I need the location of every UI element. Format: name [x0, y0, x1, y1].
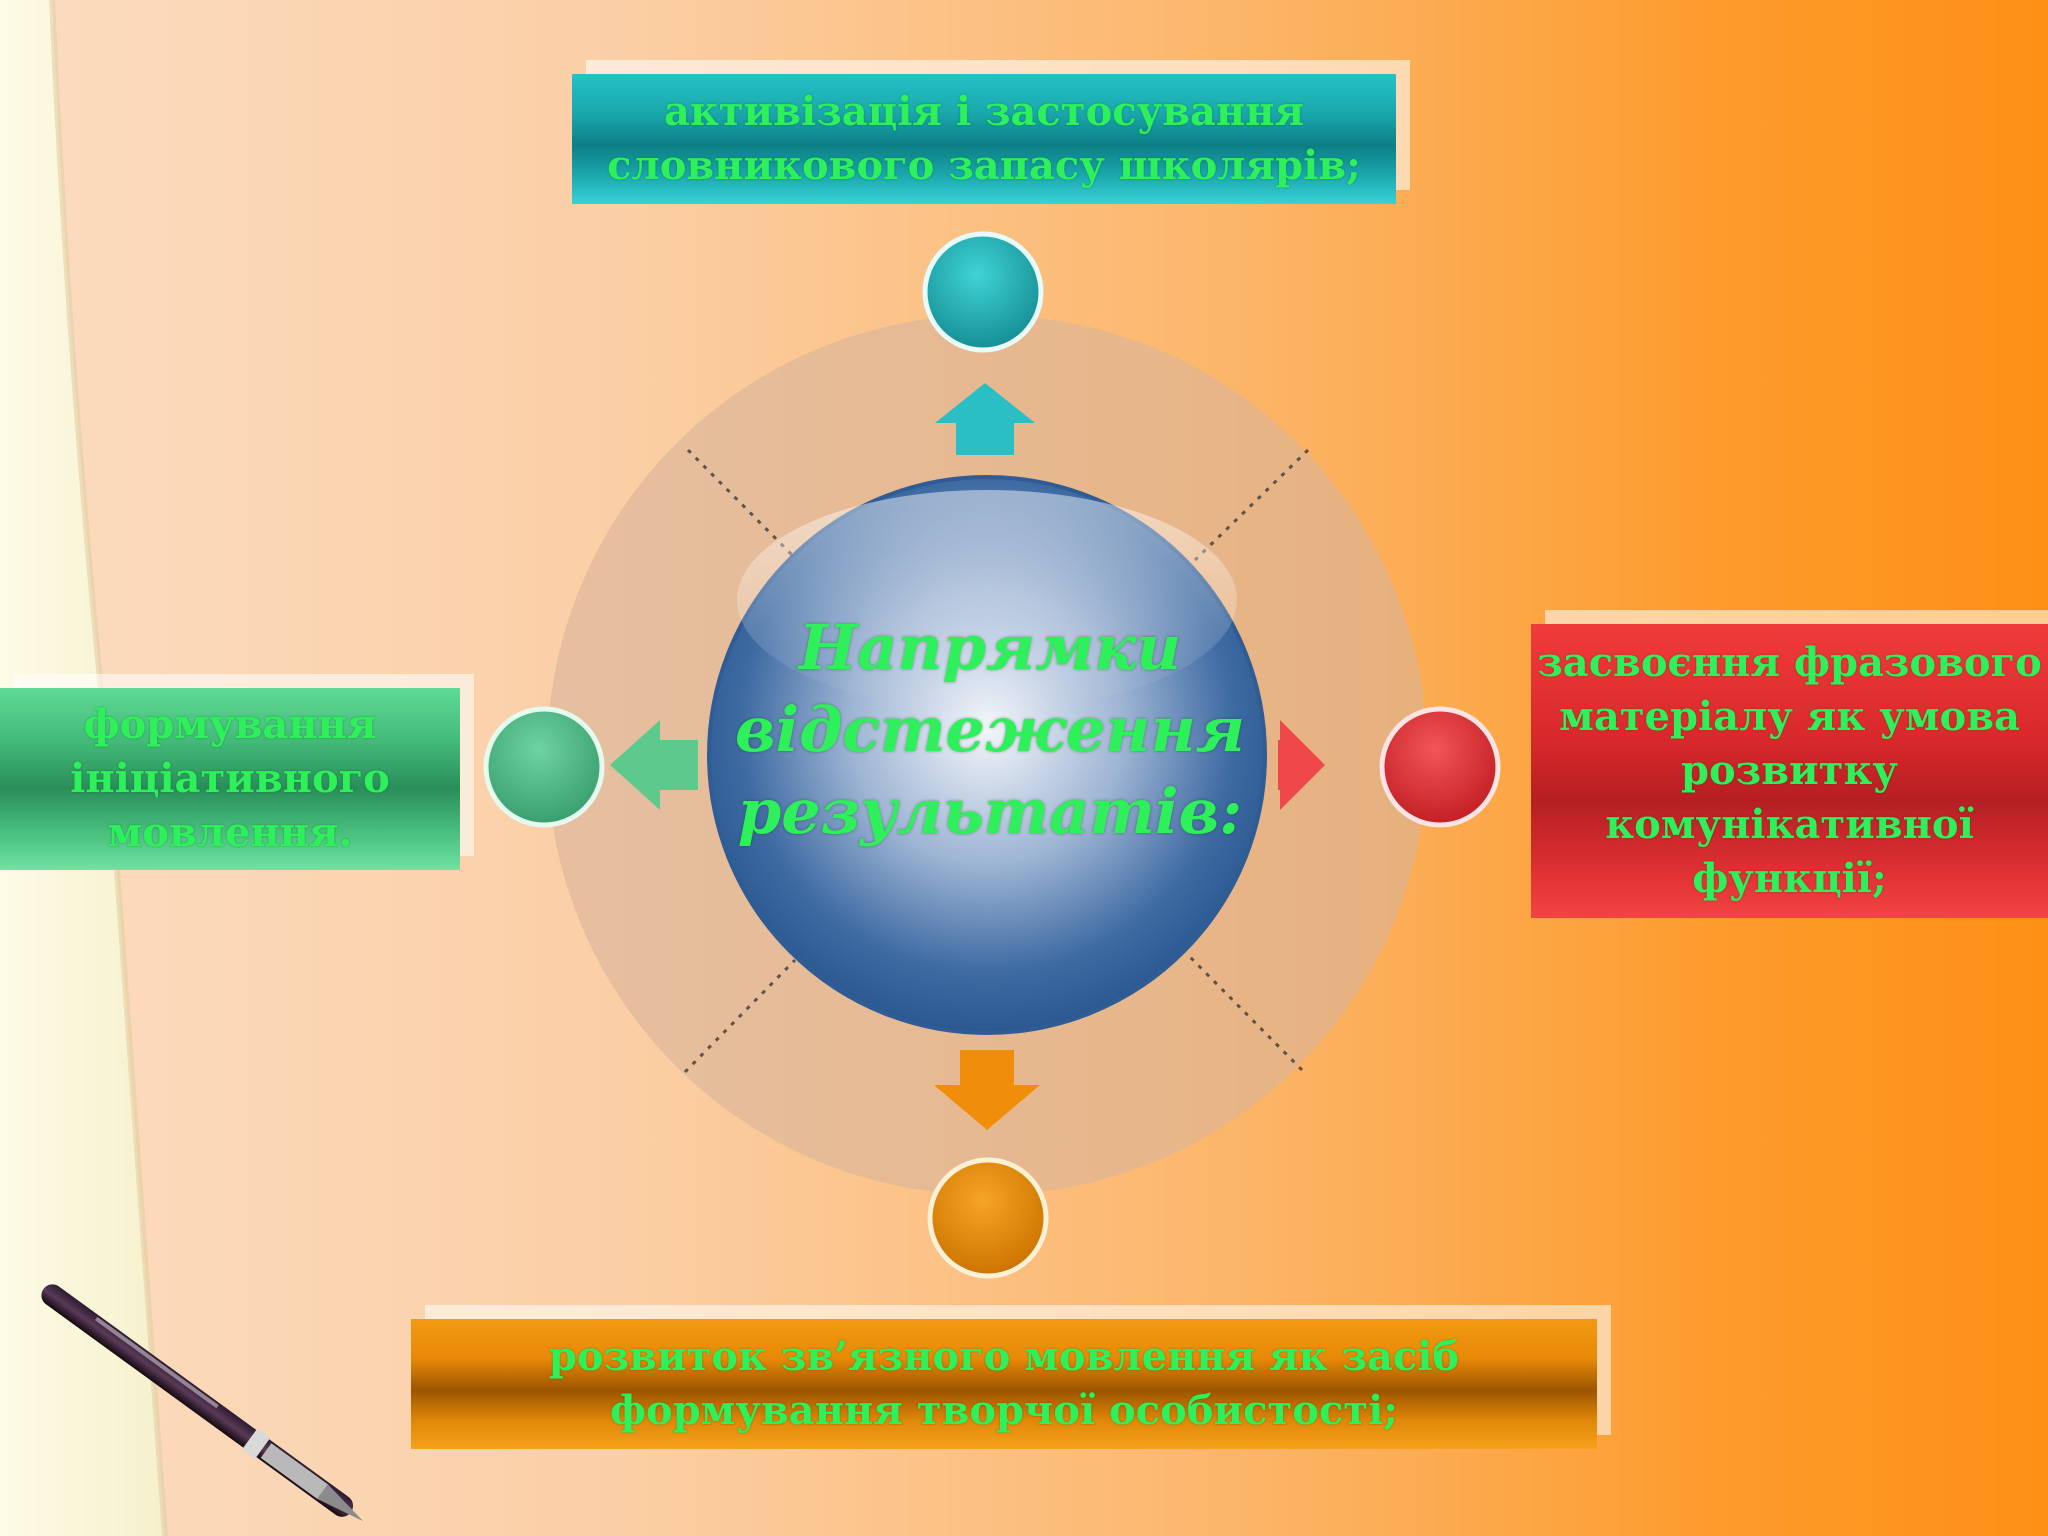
center-title-line-1: Напрямки — [798, 611, 1182, 684]
arrow-down-icon — [934, 1050, 1040, 1130]
pen-icon — [41, 1284, 364, 1522]
center-title-line-3: результатів: — [737, 775, 1243, 848]
arrow-left-icon — [610, 720, 698, 810]
direction-box-bottom: розвиток зв’язного мовлення як засіб фор… — [411, 1319, 1597, 1449]
circle-right-icon — [1379, 706, 1501, 828]
center-title-line-2: відстеження — [734, 693, 1246, 766]
direction-text-left: формування ініціативного мовлення. — [70, 701, 390, 856]
dotted-separators — [683, 448, 1310, 1074]
center-sphere-shine — [737, 490, 1237, 710]
direction-box-top: активізація і застосування словникового … — [572, 74, 1396, 204]
direction-text-bottom: розвиток зв’язного мовлення як засіб фор… — [548, 1333, 1460, 1434]
circle-top-icon — [922, 231, 1044, 353]
direction-box-right: засвоєння фразового матеріалу як умова р… — [1531, 624, 2048, 918]
center-title: Напрямки відстеження результатів: — [720, 600, 1260, 860]
circle-left-icon — [483, 706, 605, 828]
direction-box-left: формування ініціативного мовлення. — [0, 688, 460, 870]
circle-bottom-icon — [927, 1157, 1049, 1279]
direction-text-top: активізація і застосування словникового … — [607, 88, 1361, 189]
arrow-up-icon — [935, 383, 1035, 455]
direction-text-right: засвоєння фразового матеріалу як умова р… — [1537, 639, 2042, 902]
arrow-right-icon — [1278, 720, 1325, 810]
